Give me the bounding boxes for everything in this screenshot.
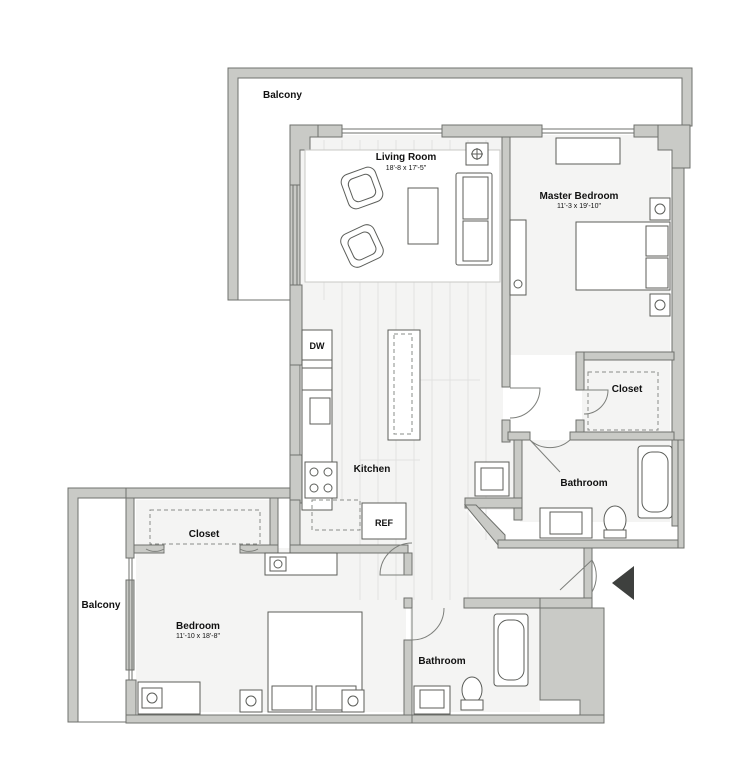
doors xyxy=(145,387,609,641)
balcony-left-label: Balcony xyxy=(82,600,121,611)
master-bathroom-label: Bathroom xyxy=(560,478,607,489)
living-room-furniture xyxy=(304,142,501,283)
living-room-label: Living Room xyxy=(376,152,437,163)
bedroom-dimensions: 11'-10 x 18'-8" xyxy=(176,633,220,640)
bedroom-closet-label: Closet xyxy=(189,529,220,540)
living-room-dimensions: 18'-8 x 17'-5" xyxy=(386,165,427,172)
windows xyxy=(128,128,634,680)
second-bathroom-label: Bathroom xyxy=(418,656,465,667)
balcony-top-label: Balcony xyxy=(263,90,302,101)
master-bath-fixtures xyxy=(539,445,673,539)
master-bedroom-label: Master Bedroom xyxy=(540,191,619,202)
dishwasher-label: DW xyxy=(310,341,325,351)
balcony-top xyxy=(227,67,693,301)
master-bedroom-dimensions: 11'-3 x 19'-10" xyxy=(557,203,601,210)
kitchen-label: Kitchen xyxy=(354,464,391,475)
bedroom-furniture xyxy=(137,509,365,715)
master-bedroom-furniture xyxy=(509,137,671,431)
second-bath-fixtures xyxy=(413,613,529,715)
bedroom-label: Bedroom xyxy=(176,621,220,632)
entry-arrow-icon xyxy=(612,566,634,600)
master-closet-label: Closet xyxy=(612,384,643,395)
refrigerator-label: REF xyxy=(375,518,394,528)
walls xyxy=(125,124,691,724)
kitchen-fixtures xyxy=(301,329,510,540)
